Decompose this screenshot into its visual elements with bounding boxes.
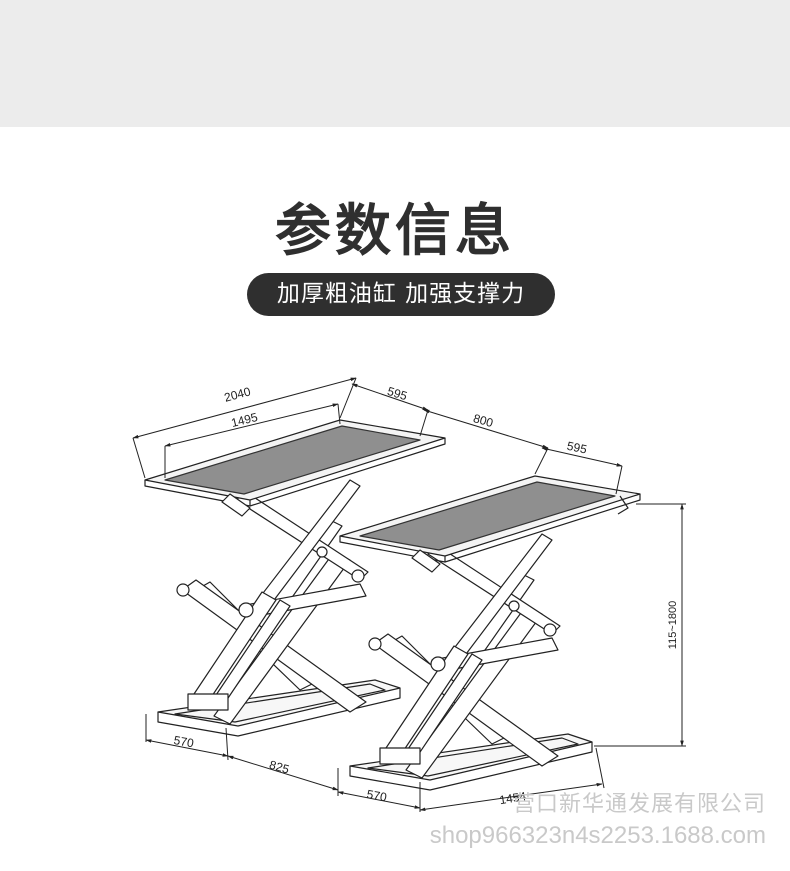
dim-570-left: 570 bbox=[173, 733, 195, 750]
right-lift bbox=[339, 475, 641, 791]
top-band bbox=[0, 0, 790, 127]
dim-2040: 2040 bbox=[223, 384, 253, 405]
dimension-labels: 2040 1495 595 800 595 115~1800 570 825 5… bbox=[173, 384, 679, 807]
dim-height: 115~1800 bbox=[667, 601, 679, 649]
dim-1454: 1454 bbox=[498, 789, 527, 807]
scissor-lift-drawing: 2040 1495 595 800 595 115~1800 570 825 5… bbox=[132, 377, 686, 812]
dim-595-top: 595 bbox=[386, 384, 410, 403]
page-title: 参数信息 bbox=[275, 199, 515, 264]
dim-570-right: 570 bbox=[366, 787, 388, 804]
dimension-lines bbox=[132, 377, 686, 812]
dim-825: 825 bbox=[268, 758, 291, 777]
left-lift bbox=[144, 419, 446, 737]
dim-595-right: 595 bbox=[566, 439, 589, 457]
dim-800: 800 bbox=[472, 411, 495, 430]
watermark-url: shop966323n4s2253.1688.com bbox=[429, 822, 766, 849]
watermark-company: 营口新华通发展有限公司 bbox=[512, 791, 766, 816]
subtitle-pill: 加厚粗油缸 加强支撑力 bbox=[247, 273, 555, 316]
dim-1495: 1495 bbox=[230, 410, 260, 430]
